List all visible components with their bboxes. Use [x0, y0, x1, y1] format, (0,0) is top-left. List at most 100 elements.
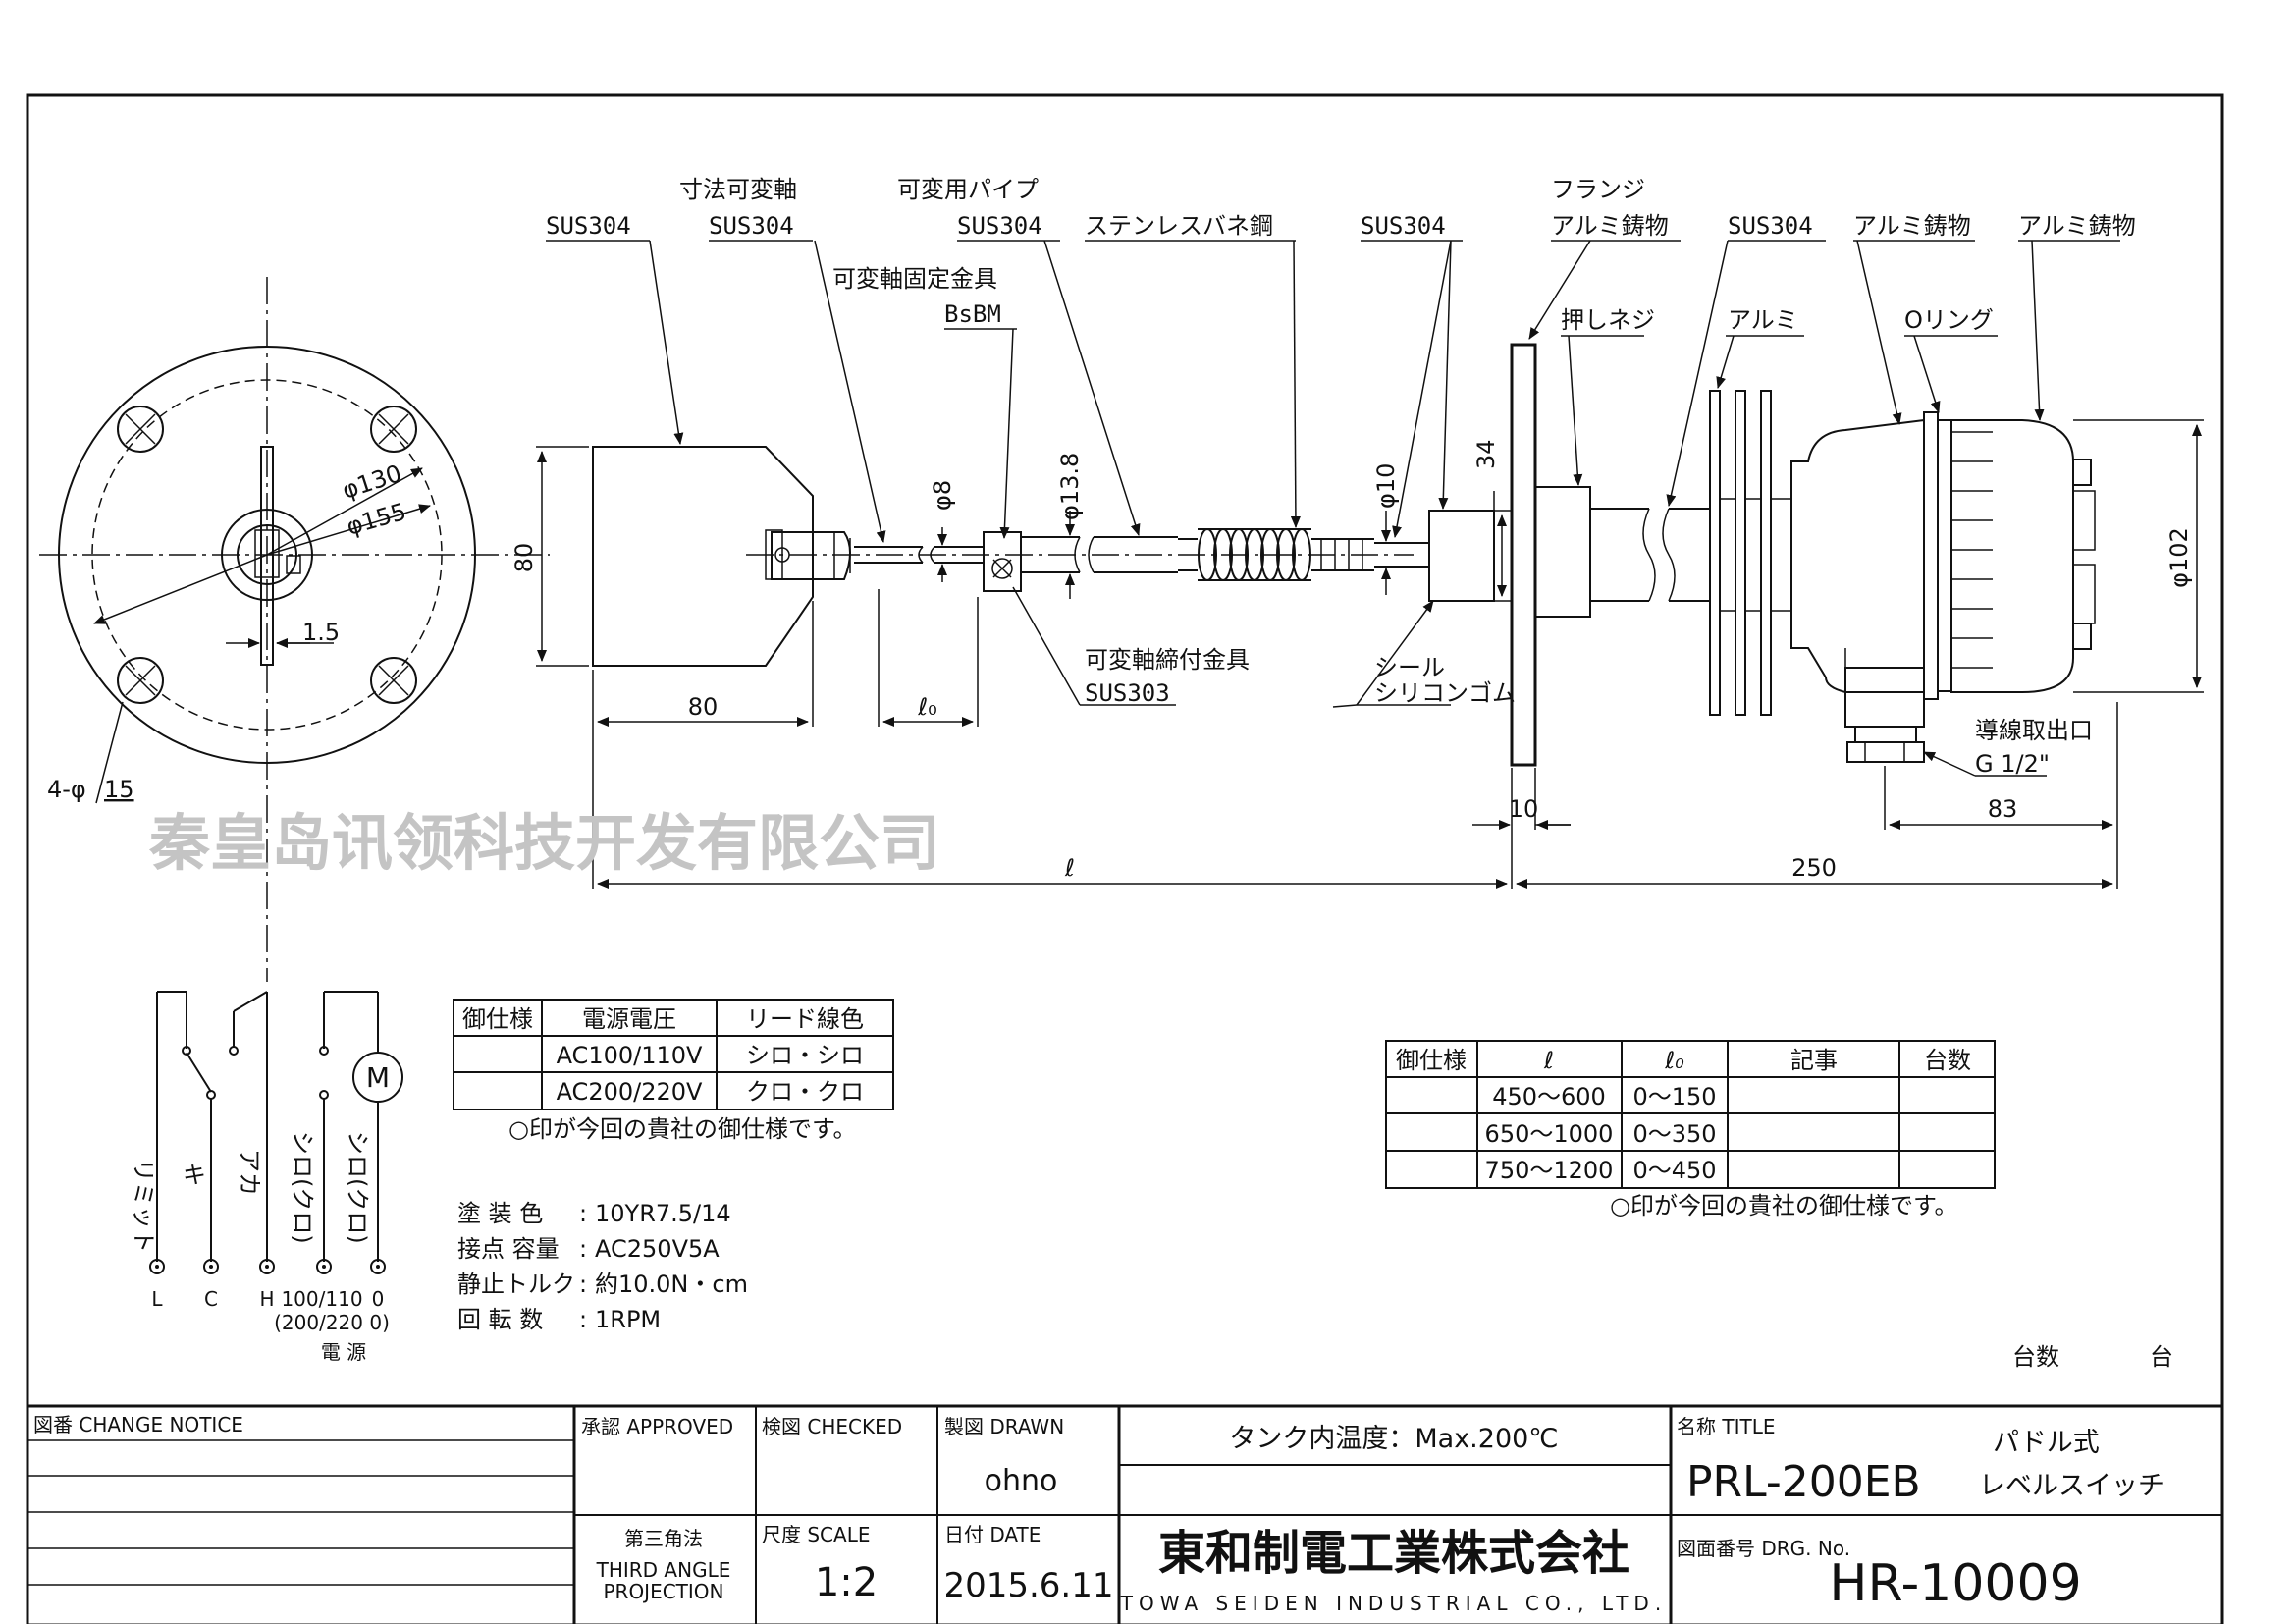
dim-paddle-width: 80: [688, 693, 719, 721]
company-name-en: TOWA SEIDEN INDUSTRIAL CO., LTD.: [1120, 1592, 1667, 1615]
side-view-dimensions: [536, 419, 2204, 889]
callout-sus304-shaft: SUS304: [709, 212, 794, 240]
title-block: [27, 1404, 2222, 1624]
dim-shaft-diameter-8: φ8: [929, 480, 956, 511]
spec-value-contact: AC250V5A: [595, 1235, 720, 1263]
dim-paddle-height: 80: [510, 543, 538, 573]
length-table-note: ○印が今回の貴社の御仕様です。: [1610, 1192, 1958, 1219]
callout-wire-outlet: 導線取出口: [1975, 717, 2093, 744]
spec-separator: :: [579, 1306, 587, 1333]
callout-clamp-fitting: 可変軸締付金具: [1085, 646, 1250, 674]
callout-sus303: SUS303: [1085, 679, 1170, 707]
spec-label-rpm: 回 転 数: [457, 1306, 543, 1333]
voltage-table-cell: AC100/110V: [557, 1042, 703, 1069]
voltage-table-header-voltage: 電源電圧: [582, 1005, 676, 1033]
voltage-table-cell: クロ・クロ: [746, 1078, 864, 1106]
length-table-header-spec: 御仕様: [1396, 1047, 1467, 1074]
callout-push-screw: 押しネジ: [1561, 306, 1655, 334]
model-name: PRL-200EB: [1686, 1457, 1921, 1507]
spec-value-torque: 約10.0N・cm: [595, 1271, 748, 1298]
callout-spring: ステンレスバネ鋼: [1085, 212, 1273, 240]
callout-sus304-body: SUS304: [1728, 212, 1813, 240]
motor-symbol: M: [366, 1061, 390, 1094]
dim-bolt-hole-size: 15: [104, 776, 134, 803]
callout-sus304-paddle: SUS304: [546, 212, 631, 240]
approved-label: 承認 APPROVED: [581, 1415, 733, 1438]
projection-en-1: THIRD ANGLE: [596, 1558, 731, 1582]
voltage-table-cell: AC200/220V: [557, 1078, 703, 1106]
terminal-l: L: [151, 1287, 163, 1311]
dim-pipe-diameter-138: φ13.8: [1056, 453, 1084, 520]
terminal-0: 0: [372, 1287, 385, 1311]
checked-label: 検図 CHECKED: [762, 1415, 902, 1438]
flange-end-view: [39, 277, 550, 982]
terminal-c: C: [204, 1287, 218, 1311]
callout-alum-cast-flange: アルミ鋳物: [1551, 212, 1669, 240]
callout-sus304-inner: SUS304: [1361, 212, 1446, 240]
callout-shaft-title: 寸法可変軸: [679, 176, 797, 203]
dim-diameter-155: φ155: [344, 498, 409, 541]
length-table-cell: 0～350: [1632, 1120, 1716, 1148]
voltage-table-header-lead: リード線色: [746, 1005, 864, 1033]
sheet-border: [26, 93, 2224, 1624]
dim-bolt-holes: 4-φ: [47, 776, 86, 803]
length-table-cell: 0～450: [1632, 1157, 1716, 1184]
length-table-cell: 650～1000: [1485, 1120, 1614, 1148]
voltage-table-header-spec: 御仕様: [462, 1005, 533, 1033]
callout-alum-fins: アルミ: [1728, 306, 1798, 334]
product-name-2: レベルスイッチ: [1979, 1471, 2164, 1501]
wire-label-shiro-2: シロ(クロ): [344, 1131, 371, 1244]
length-table-header-qty: 台数: [1924, 1047, 1971, 1074]
product-name-1: パドル式: [1993, 1428, 2100, 1458]
dim-block-34: 34: [1472, 439, 1500, 469]
spec-separator: :: [579, 1200, 587, 1227]
length-table-header-note: 記事: [1790, 1047, 1838, 1074]
scale-label: 尺度 SCALE: [762, 1523, 870, 1546]
dim-250: 250: [1791, 854, 1837, 882]
voltage-spec-table: [453, 999, 894, 1110]
drawn-label: 製図 DRAWN: [944, 1415, 1064, 1438]
callout-bsbm: BsBM: [944, 300, 1001, 328]
callout-leaders: [546, 240, 2120, 777]
change-notice-label: 図番 CHANGE NOTICE: [33, 1413, 243, 1436]
spec-separator: :: [579, 1235, 587, 1263]
dim-paddle-thickness: 1.5: [302, 619, 340, 646]
length-table-cell: 450～600: [1492, 1083, 1606, 1110]
tank-temperature: タンク内温度：Max.200℃: [1229, 1424, 1558, 1454]
callout-sus304-pipe: SUS304: [957, 212, 1042, 240]
voltage-table-note: ○印が今回の貴社の御仕様です。: [508, 1115, 857, 1143]
scale-value: 1:2: [815, 1560, 878, 1605]
company-name-jp: 東和制電工業株式会社: [1158, 1526, 1629, 1581]
watermark: 秦皇岛讯领科技开发有限公司: [148, 807, 940, 879]
spec-separator: :: [579, 1271, 587, 1298]
callout-thread-g12: G 1/2": [1975, 750, 2050, 778]
wire-label-shiro-1: シロ(クロ): [289, 1131, 316, 1244]
spec-value-paint: 10YR7.5/14: [595, 1200, 731, 1227]
length-table-cell: 750～1200: [1485, 1157, 1614, 1184]
drawing-number: HR-10009: [1829, 1554, 2081, 1613]
dim-flange-10: 10: [1509, 795, 1539, 823]
quantity-label: 台数: [2012, 1343, 2059, 1371]
dim-l0: ℓ₀: [917, 693, 937, 721]
date-label: 日付 DATE: [944, 1523, 1041, 1546]
dim-l: ℓ: [1064, 854, 1075, 882]
callout-silicone: シリコンゴム: [1374, 679, 1516, 707]
title-label: 名称 TITLE: [1677, 1415, 1775, 1438]
spec-value-rpm: 1RPM: [595, 1306, 661, 1333]
wiring-diagram: [149, 991, 403, 1274]
terminal-100-110: 100/110: [281, 1287, 362, 1311]
callout-alum-cast-housing: アルミ鋳物: [1853, 212, 1971, 240]
drawing-number-label: 図面番号 DRG. No.: [1677, 1537, 1850, 1560]
terminal-alt-voltage: (200/220 0): [274, 1311, 390, 1334]
date-value: 2015.6.11: [943, 1566, 1113, 1605]
wire-label-aka: アカ: [236, 1149, 263, 1196]
callout-oring: Oリング: [1904, 306, 1994, 334]
length-table-header-l0: ℓ₀: [1664, 1047, 1684, 1074]
drawn-by: ohno: [985, 1464, 1058, 1498]
callout-fix-fitting: 可変軸固定金具: [832, 265, 997, 293]
dim-housing-102: φ102: [2165, 527, 2193, 588]
callout-seal: シール: [1374, 654, 1445, 681]
power-label: 電 源: [321, 1340, 366, 1364]
callout-alum-cast-cover: アルミ鋳物: [2018, 212, 2136, 240]
